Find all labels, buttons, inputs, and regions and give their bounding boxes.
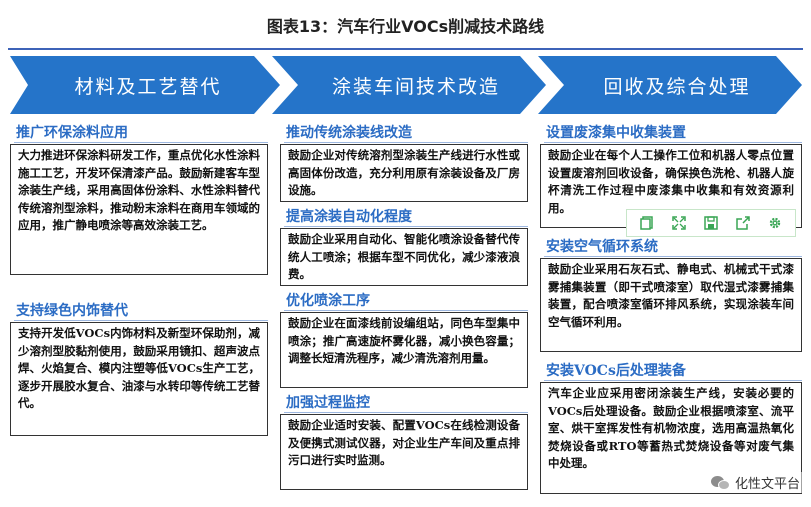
chevron-workshop: 涂装车间技术改造 — [272, 56, 546, 114]
section-title: 安装空气循环系统 — [540, 236, 802, 258]
section-green-interior: 支持绿色内饰替代 支持开发低VOCs内饰材料及新型环保助剂，减少溶剂型胶黏剂使用… — [10, 300, 268, 436]
section-line-retrofit: 推动传统涂装线改造 鼓励企业对传统溶剂型涂装生产线进行水性或高固体份改造，充分利… — [280, 122, 528, 202]
column-workshop: 推动传统涂装线改造 鼓励企业对传统溶剂型涂装生产线进行水性或高固体份改造，充分利… — [280, 122, 528, 490]
section-title: 支持绿色内饰替代 — [10, 300, 268, 322]
chevron-label: 材料及工艺替代 — [74, 75, 222, 98]
chevron-row: 材料及工艺替代 涂装车间技术改造 回收及综合处理 — [10, 56, 802, 114]
section-text: 鼓励企业采用自动化、智能化喷涂设备替代传统人工喷涂；根据车型不同优化，减少漆液浪… — [280, 228, 528, 286]
section-text: 大力推进环保涂料研发工作，重点优化水性涂料施工工艺，开发环保清漆产品。鼓励新建客… — [10, 144, 268, 275]
section-air-circulation: 安装空气循环系统 鼓励企业采用石灰石式、静电式、机械式干式漆雾捕集装置（即干式喷… — [540, 236, 802, 352]
save-icon[interactable] — [700, 212, 722, 234]
section-eco-coatings: 推广环保涂料应用 大力推进环保涂料研发工作，重点优化水性涂料施工工艺，开发环保清… — [10, 122, 268, 276]
section-text: 鼓励企业采用石灰石式、静电式、机械式干式漆雾捕集装置（即干式喷漆室）取代湿式漆雾… — [540, 258, 802, 352]
column-recovery: 设置废漆集中收集装置 鼓励企业在每个人工操作工位和机器人零点位置设置废溶剂回收设… — [540, 122, 802, 494]
page-title: 图表13：汽车行业VOCs削减技术路线 — [266, 17, 545, 36]
chevron-materials: 材料及工艺替代 — [10, 56, 280, 114]
chevron-label: 涂装车间技术改造 — [331, 75, 500, 98]
floating-toolbar — [626, 209, 796, 237]
section-vocs-post-treatment: 安装VOCs后处理装备 汽车企业应采用密闭涂装生产线，安装必要的VOCs后处理设… — [540, 360, 802, 494]
wechat-icon — [710, 475, 731, 491]
chevron-label: 回收及综合处理 — [603, 75, 751, 98]
section-spray-process: 优化喷涂工序 鼓励企业在面漆线前设编组站，同色车型集中喷涂；推广高速旋杯雾化器，… — [280, 290, 528, 388]
wechat-watermark: 化性文平台 — [707, 472, 803, 493]
title-bar: 图表13：汽车行业VOCs削减技术路线 — [0, 0, 811, 50]
chevron-recovery: 回收及综合处理 — [538, 56, 802, 114]
section-title: 设置废漆集中收集装置 — [540, 122, 802, 144]
section-title: 安装VOCs后处理装备 — [540, 360, 802, 382]
section-title: 加强过程监控 — [280, 392, 528, 414]
title-rule — [8, 48, 803, 50]
section-text: 鼓励企业适时安装、配置VOCs在线检测设备及便携式测试仪器，对企业生产车间及重点… — [280, 414, 528, 490]
section-text: 鼓励企业在每个人工操作工位和机器人零点位置设置废溶剂回收设备，确保换色洗枪、机器… — [540, 144, 802, 228]
section-automation: 提高涂装自动化程度 鼓励企业采用自动化、智能化喷涂设备替代传统人工喷涂；根据车型… — [280, 206, 528, 286]
watermark-text: 化性文平台 — [734, 477, 800, 492]
section-title: 提高涂装自动化程度 — [280, 206, 528, 228]
copy-icon[interactable] — [636, 212, 658, 234]
section-monitoring: 加强过程监控 鼓励企业适时安装、配置VOCs在线检测设备及便携式测试仪器，对企业… — [280, 392, 528, 490]
expand-icon[interactable] — [668, 212, 690, 234]
section-text: 鼓励企业对传统溶剂型涂装生产线进行水性或高固体份改造，充分利用原有涂装设备及厂房… — [280, 144, 528, 202]
section-waste-collection: 设置废漆集中收集装置 鼓励企业在每个人工操作工位和机器人零点位置设置废溶剂回收设… — [540, 122, 802, 228]
section-text: 汽车企业应采用密闭涂装生产线，安装必要的VOCs后处理设备。鼓励企业根据喷漆室、… — [540, 382, 802, 494]
share-icon[interactable] — [732, 212, 754, 234]
section-text: 支持开发低VOCs内饰材料及新型环保助剂，减少溶剂型胶黏剂使用，鼓励采用镜扣、超… — [10, 322, 268, 436]
section-title: 推广环保涂料应用 — [10, 122, 268, 144]
section-title: 推动传统涂装线改造 — [280, 122, 528, 144]
section-text: 鼓励企业在面漆线前设编组站，同色车型集中喷涂；推广高速旋杯雾化器，减小换色容量；… — [280, 312, 528, 388]
column-materials: 推广环保涂料应用 大力推进环保涂料研发工作，重点优化水性涂料施工工艺，开发环保清… — [10, 122, 268, 436]
section-title: 优化喷涂工序 — [280, 290, 528, 312]
gear-icon[interactable] — [764, 212, 786, 234]
